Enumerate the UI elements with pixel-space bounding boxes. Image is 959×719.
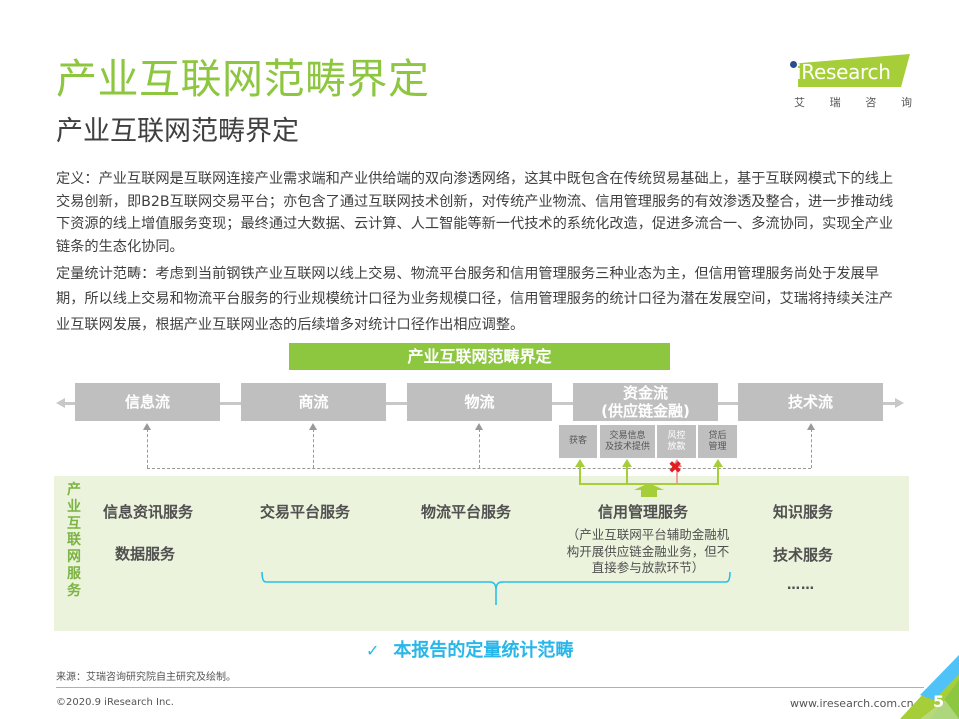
vertical-char: 业 (67, 498, 81, 515)
red-connector (676, 466, 678, 483)
finance-step-acquisition: 获客 (559, 425, 597, 458)
credit-service-note: （产业互联网平台辅助金融机构开展供应链金融业务，但不直接参与放款环节） (566, 527, 730, 575)
logo-chinese-name: 艾 瑞 咨 询 (794, 94, 912, 110)
check-icon: ✓ (366, 641, 380, 660)
green-arrow-up-icon (713, 459, 723, 467)
vertical-char: 产 (67, 482, 81, 498)
step-label: 获客 (568, 436, 587, 446)
diagram-banner: 产业互联网范畴界定 (289, 343, 670, 370)
green-connector (717, 466, 719, 485)
vertical-char: 互 (67, 515, 81, 532)
page-subtitle: 产业互联网范畴界定 (56, 116, 299, 147)
flow-box-technology: 技术流 (738, 383, 883, 421)
flow-box-info: 信息流 (75, 383, 220, 421)
green-arrow-up-icon (575, 459, 585, 467)
definition-paragraph: 定义：产业互联网是互联网连接产业需求端和产业供给端的双向渗透网络，这其中既包含在… (56, 171, 894, 255)
scope-bracket-icon (261, 572, 731, 605)
vertical-char: 务 (67, 582, 81, 599)
finance-step-trade-info: 交易信息 及技术提供 (600, 425, 655, 458)
green-connector (579, 466, 581, 485)
flow-label: 物流 (464, 393, 495, 411)
iresearch-logo: iResearch 艾 瑞 咨 询 (790, 50, 915, 110)
services-vertical-label: 产 业 互 联 网 服 务 (66, 482, 82, 600)
service-info: 信息资讯服务 (103, 503, 194, 521)
arrow-up-icon (309, 423, 317, 430)
flow-box-logistics: 物流 (407, 383, 552, 421)
flow-sublabel: (供应链金融) (601, 402, 690, 420)
services-panel (54, 476, 909, 631)
report-scope-label: ✓ 本报告的定量统计范畴 (366, 636, 573, 662)
dashed-connector-horizontal (147, 468, 811, 469)
green-connector (626, 466, 628, 485)
logo-char: 瑞 (829, 96, 841, 109)
logo-brand-text: iResearch (796, 60, 891, 84)
step-label: 贷后 (708, 430, 727, 441)
page-title: 产业互联网范畴界定 (56, 55, 430, 103)
service-logistics-platform: 物流平台服务 (421, 503, 512, 521)
dashed-connector (811, 429, 812, 468)
step-label: 风控 (667, 430, 686, 441)
page-number: 5 (933, 692, 945, 711)
dashed-connector (147, 429, 148, 468)
vertical-char: 服 (67, 565, 81, 582)
dashed-connector (479, 429, 480, 468)
finance-step-post-loan: 贷后 管理 (698, 425, 737, 458)
vertical-char: 网 (67, 549, 81, 566)
service-technology: 技术服务 (773, 546, 834, 564)
step-label: 放款 (667, 441, 686, 452)
service-credit-management: 信用管理服务 (598, 503, 689, 521)
service-data: 数据服务 (115, 545, 176, 563)
arrow-left-icon (56, 398, 65, 408)
arrow-right-icon (895, 398, 904, 408)
flow-box-commerce: 商流 (241, 383, 386, 421)
footer-divider (56, 687, 924, 688)
red-arrow-up-icon (672, 459, 682, 467)
flow-label: 技术流 (787, 393, 833, 411)
logo-dot-icon (790, 61, 797, 68)
green-arrow-up-icon (622, 459, 632, 467)
quantitative-scope-paragraph: 定量统计范畴：考虑到当前钢铁产业互联网以线上交易、物流平台服务和信用管理服务三种… (56, 266, 894, 333)
arrow-up-icon (475, 423, 483, 430)
arrow-up-icon (807, 423, 815, 430)
arrow-up-icon (143, 423, 151, 430)
scope-text: 本报告的定量统计范畴 (393, 640, 574, 661)
logo-char: 咨 (865, 96, 877, 109)
corner-decoration-icon (900, 655, 959, 719)
vertical-char: 联 (67, 532, 81, 549)
logo-char: 艾 (794, 96, 805, 109)
flow-label: 资金流 (622, 384, 668, 402)
source-note: 来源：艾瑞咨询研究院自主研究及绘制。 (56, 672, 236, 683)
step-label: 及技术提供 (604, 441, 650, 452)
service-knowledge: 知识服务 (773, 503, 834, 521)
big-arrow-up-icon (634, 483, 664, 497)
logo-char: 询 (900, 96, 912, 109)
step-label: 交易信息 (609, 430, 646, 441)
website-link[interactable]: www.iresearch.com.cn (790, 697, 914, 710)
blocked-x-icon: ✖ (668, 458, 683, 478)
flow-label: 商流 (298, 393, 329, 411)
flow-label: 信息流 (124, 393, 170, 411)
dashed-connector (313, 429, 314, 468)
flow-box-capital: 资金流 (供应链金融) (573, 383, 718, 421)
copyright: ©2020.9 iResearch Inc. (56, 697, 174, 708)
service-trade-platform: 交易平台服务 (260, 503, 351, 521)
step-label: 管理 (708, 441, 727, 452)
service-more-ellipsis: …… (787, 578, 815, 593)
finance-step-risk-lending: 风控 放款 (657, 425, 696, 458)
